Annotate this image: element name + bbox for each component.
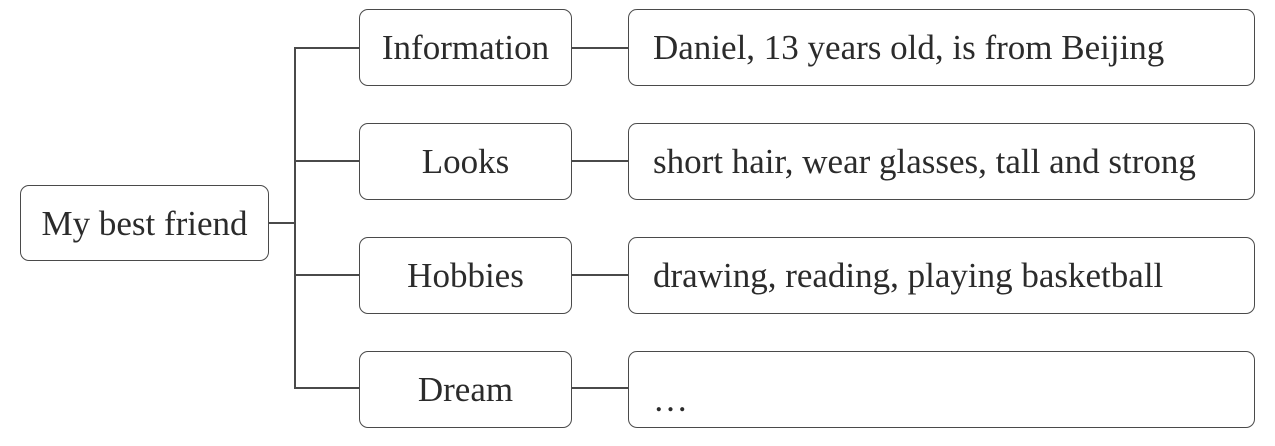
branch-connector-information xyxy=(294,47,360,49)
detail-connector-looks xyxy=(570,160,630,162)
detail-connector-hobbies xyxy=(570,274,630,276)
category-label: Looks xyxy=(421,142,510,181)
detail-text: … xyxy=(653,380,688,419)
detail-text: short hair, wear glasses, tall and stron… xyxy=(653,142,1196,181)
category-label: Information xyxy=(381,28,550,67)
detail-node-dream: … xyxy=(628,351,1255,428)
category-node-looks: Looks xyxy=(359,123,572,200)
branch-connector-looks xyxy=(294,160,360,162)
branch-connector-dream xyxy=(294,387,360,389)
root-node: My best friend xyxy=(20,185,269,261)
detail-connector-information xyxy=(570,47,630,49)
detail-node-looks: short hair, wear glasses, tall and stron… xyxy=(628,123,1255,200)
category-node-information: Information xyxy=(359,9,572,86)
category-node-hobbies: Hobbies xyxy=(359,237,572,314)
branch-spine xyxy=(294,47,296,388)
detail-text: drawing, reading, playing basketball xyxy=(653,256,1164,295)
root-connector xyxy=(268,222,295,224)
category-label: Dream xyxy=(417,370,514,409)
category-node-dream: Dream xyxy=(359,351,572,428)
detail-node-information: Daniel, 13 years old, is from Beijing xyxy=(628,9,1255,86)
detail-node-hobbies: drawing, reading, playing basketball xyxy=(628,237,1255,314)
branch-connector-hobbies xyxy=(294,274,360,276)
category-label: Hobbies xyxy=(407,256,524,295)
detail-text: Daniel, 13 years old, is from Beijing xyxy=(653,28,1165,67)
root-label: My best friend xyxy=(41,203,248,243)
detail-connector-dream xyxy=(570,387,630,389)
